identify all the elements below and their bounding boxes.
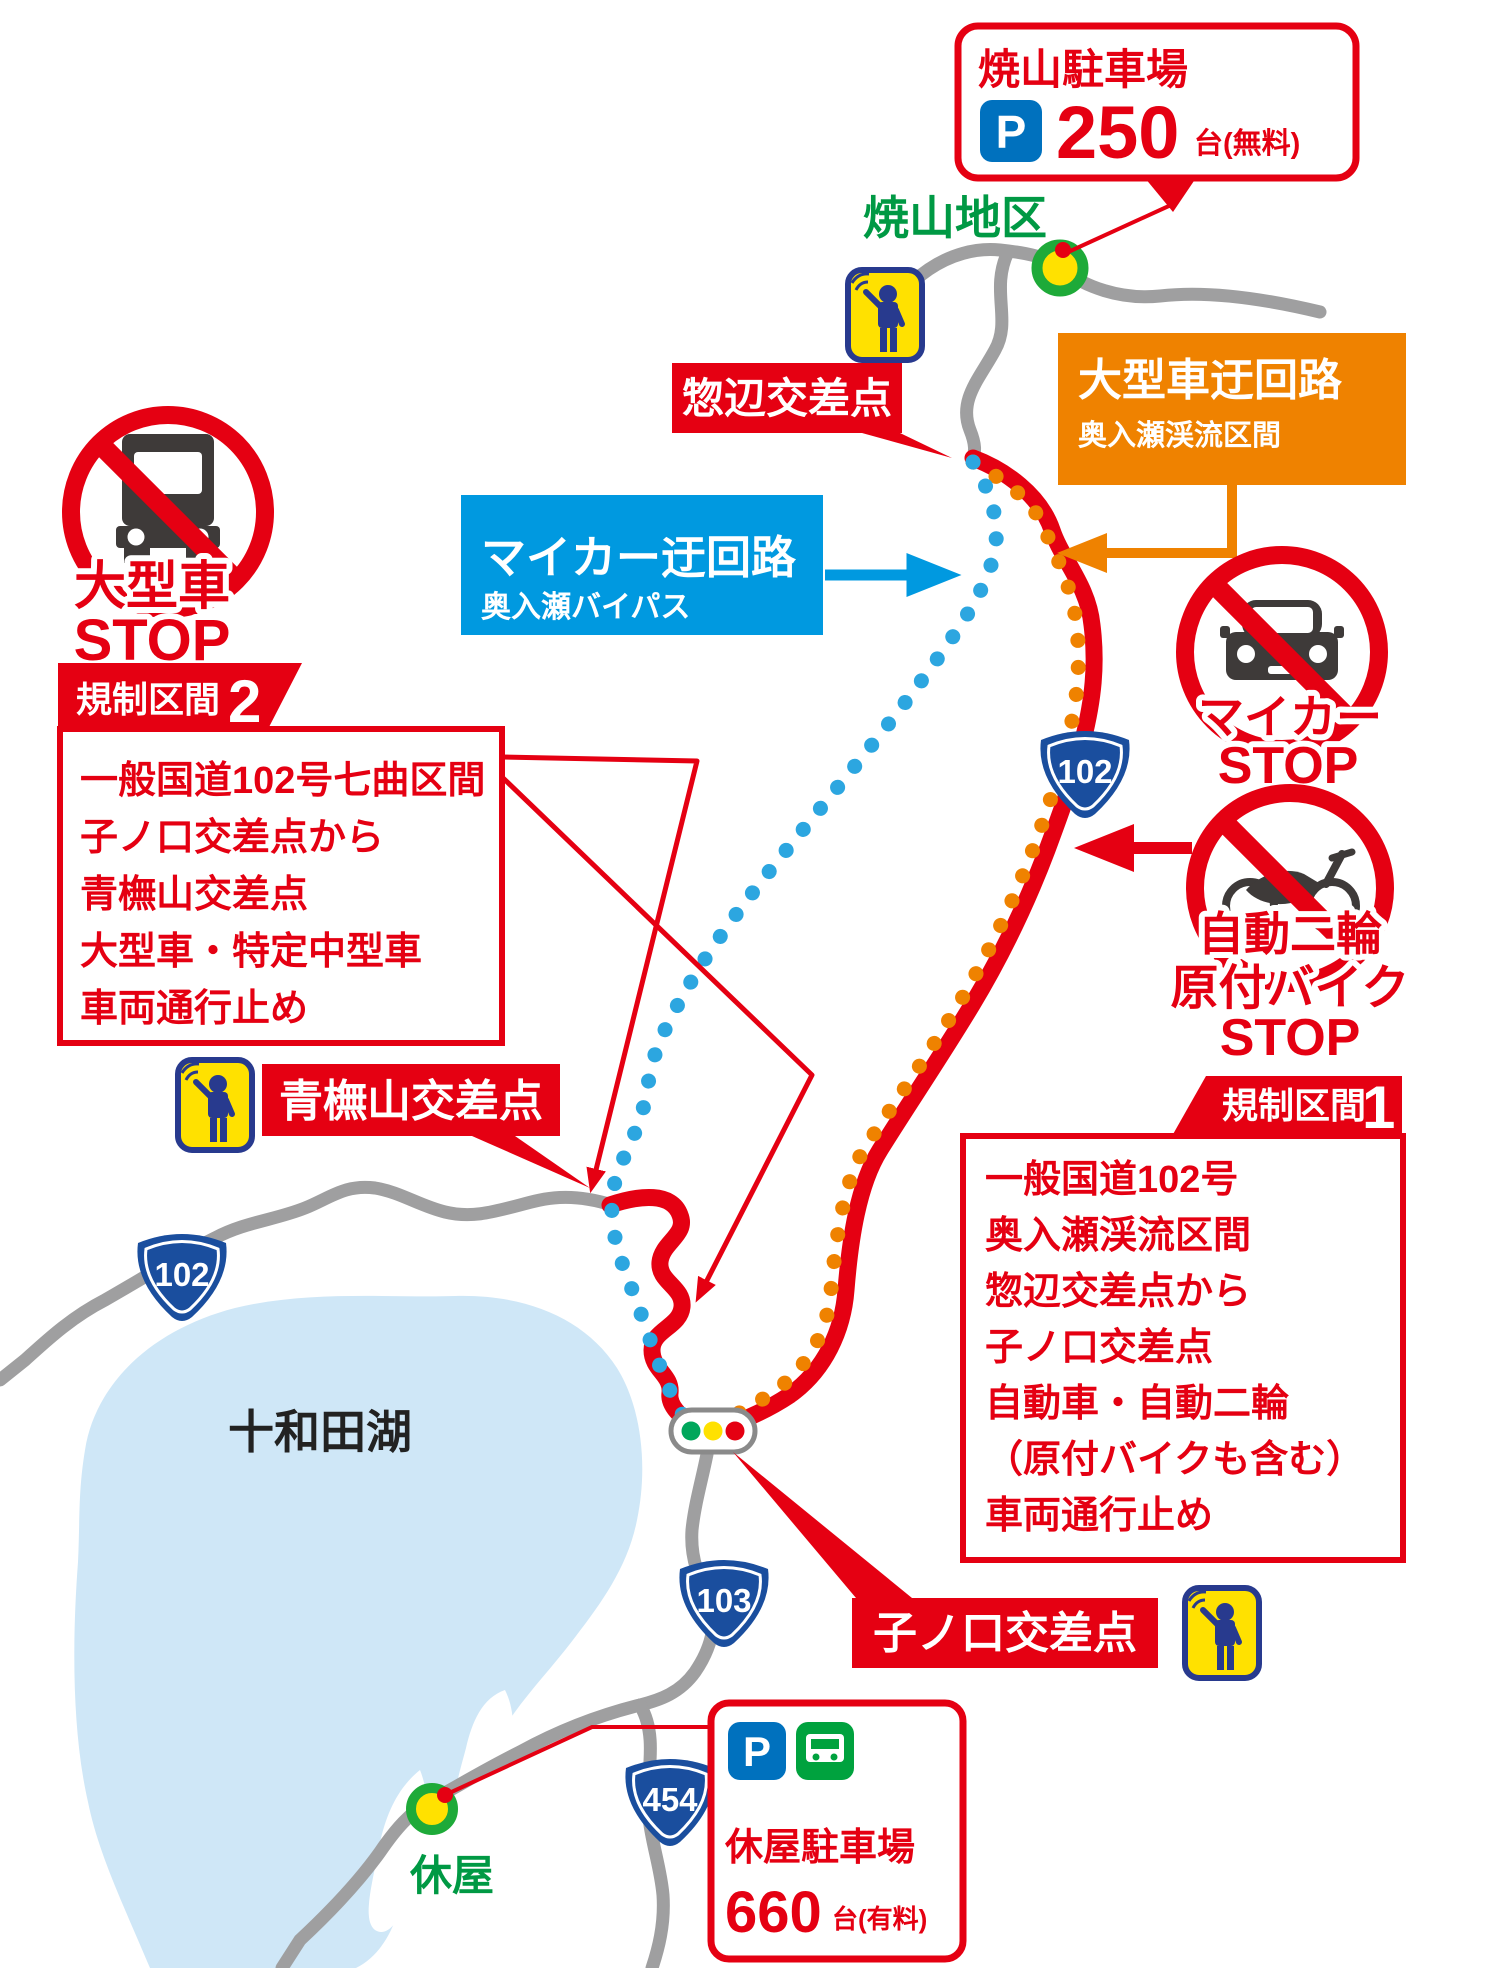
section-text-line: 青橅山交差点 <box>80 873 308 916</box>
aobunayama-intersection-badge: 青橅山交差点 <box>262 1064 590 1188</box>
section-badge-label: 規制区間 <box>1222 1085 1366 1126</box>
mycar-detour-route <box>604 454 1004 1441</box>
peninsula-shape <box>453 1690 514 1827</box>
section2-box <box>57 726 505 1046</box>
mycar-detour-box: マイカー迂回路 奥入瀬バイパス <box>461 495 823 635</box>
stop-label: マイカー <box>1198 691 1382 743</box>
sobe-intersection-badge: 惣辺交差点 <box>672 363 952 458</box>
parking-count: 250 <box>1056 91 1179 174</box>
guard-flag-icon <box>1185 1588 1259 1678</box>
yasumiya-leader-dot <box>437 1787 453 1803</box>
section-text-line: 車両通行止め <box>985 1495 1213 1537</box>
section-text-line: 自動車・自動二輪 <box>985 1383 1289 1425</box>
yakeyama-parking-callout: 焼山駐車場 P 250 台(無料) <box>954 22 1360 212</box>
truck-no-entry-sign: 大型車 STOP <box>62 406 274 679</box>
no-entry-slash <box>1208 578 1356 726</box>
yakeyama-leader-dot <box>1055 242 1071 258</box>
intersection-label: 青橅山交差点 <box>279 1077 543 1126</box>
traffic-signal-icon <box>668 1407 758 1455</box>
section-text-line: （原付バイクも含む） <box>985 1439 1364 1481</box>
section-text-line: 子ノ口交差点から <box>80 816 384 859</box>
yakeyama-parking-leader-line <box>1065 203 1172 255</box>
badge-tail <box>862 433 952 458</box>
mycar-no-entry-sign: マイカー STOP <box>1176 546 1388 801</box>
section-badge-label: 規制区間 <box>76 679 220 720</box>
motorcycle-no-entry-sign: 自動二輪 原付バイク STOP <box>1164 784 1416 1073</box>
large-vehicle-detour-route <box>698 454 1086 1437</box>
konokuchi-intersection-badge: 子ノ口交差点 <box>733 1452 1158 1668</box>
parking-p-glyph: P <box>996 106 1027 158</box>
route-oirase-section <box>699 449 1103 1442</box>
lake-label: 十和田湖 <box>228 1406 412 1458</box>
section-text-line: 奥入瀬渓流区間 <box>985 1215 1251 1257</box>
intersection-label: 子ノ口交差点 <box>873 1609 1137 1658</box>
yakeyama-area-label: 焼山地区 <box>863 192 1047 244</box>
callout-tail <box>1140 172 1200 212</box>
guard-flag-icon <box>848 270 922 360</box>
lake-towada-shape <box>74 1295 643 1968</box>
section1-box <box>960 1133 1406 1563</box>
section2-callout: 規制区間 2 一般国道102号七曲区間 子ノ口交差点から 青橅山交差点 大型車・… <box>57 663 505 1046</box>
intersection-label: 惣辺交差点 <box>682 375 892 422</box>
route-shield-103: 103 <box>677 1558 771 1649</box>
parking-icon: P <box>980 100 1042 162</box>
badge-tail <box>472 1136 590 1188</box>
shield-number: 102 <box>1057 753 1112 790</box>
stop-label: 原付バイク <box>1170 962 1409 1015</box>
route-shield-102-right: 102 <box>1038 729 1132 820</box>
parking-title: 休屋駐車場 <box>724 1827 915 1869</box>
route-shield-102-left: 102 <box>135 1232 229 1323</box>
section-text-line: 一般国道102号 <box>985 1159 1238 1201</box>
stop-label: 大型車 <box>74 558 230 616</box>
section2-badge <box>58 663 302 729</box>
section-text-line: 一般国道102号七曲区間 <box>80 760 485 802</box>
section2-pointer-arrow-b <box>500 775 815 1303</box>
stop-label: 自動二輪 <box>1198 908 1382 960</box>
section2-pointer-arrow-a <box>501 754 700 1194</box>
stop-label: STOP <box>74 608 231 673</box>
bus-icon <box>796 1722 854 1780</box>
section1-badge <box>1172 1076 1402 1136</box>
detour-title: マイカー迂回路 <box>481 532 797 583</box>
section-badge-number: 1 <box>1362 1074 1395 1141</box>
parking-title: 焼山駐車場 <box>978 46 1188 93</box>
yasumiya-parking-leader-line <box>444 1725 715 1797</box>
section-badge-number: 2 <box>228 668 261 735</box>
shield-number: 102 <box>154 1256 209 1293</box>
section-text-line: 子ノ口交差点 <box>985 1326 1213 1369</box>
section1-callout: 規制区間 1 一般国道102号 奥入瀬渓流区間 惣辺交差点から 子ノ口交差点 自… <box>960 1074 1406 1563</box>
parking-p-glyph: P <box>743 1728 771 1775</box>
route-shield-454: 454 <box>623 1757 717 1848</box>
orange-detour-pointer-arrow <box>1057 485 1237 573</box>
section-text-line: 大型車・特定中型車 <box>80 931 422 973</box>
yasumiya-parking-callout: P 休屋駐車場 660 台(有料) <box>707 1699 967 1963</box>
yasumiya-area-label: 休屋 <box>409 1852 494 1899</box>
detour-subtitle: 奥入瀬渓流区間 <box>1078 419 1281 452</box>
detour-subtitle: 奥入瀬バイパス <box>481 590 690 624</box>
road-network <box>0 243 1327 1968</box>
guard-flag-icon <box>178 1060 252 1150</box>
parking-icon: P <box>728 1722 786 1780</box>
parking-count: 660 <box>725 1880 822 1945</box>
badge-tail <box>733 1452 912 1598</box>
stop-label: STOP <box>1220 1009 1361 1067</box>
parking-note: 台(有料) <box>832 1904 927 1934</box>
detour-title: 大型車迂回路 <box>1078 356 1343 405</box>
shield-number: 454 <box>642 1781 698 1818</box>
shield-number: 103 <box>696 1582 751 1619</box>
no-entry-slash <box>1218 816 1362 960</box>
no-entry-slash <box>94 438 242 586</box>
parking-note: 台(無料) <box>1194 126 1300 160</box>
section-text-line: 車両通行止め <box>80 988 308 1030</box>
section-text-line: 惣辺交差点から <box>985 1270 1251 1313</box>
large-vehicle-detour-box: 大型車迂回路 奥入瀬渓流区間 <box>1058 333 1406 485</box>
